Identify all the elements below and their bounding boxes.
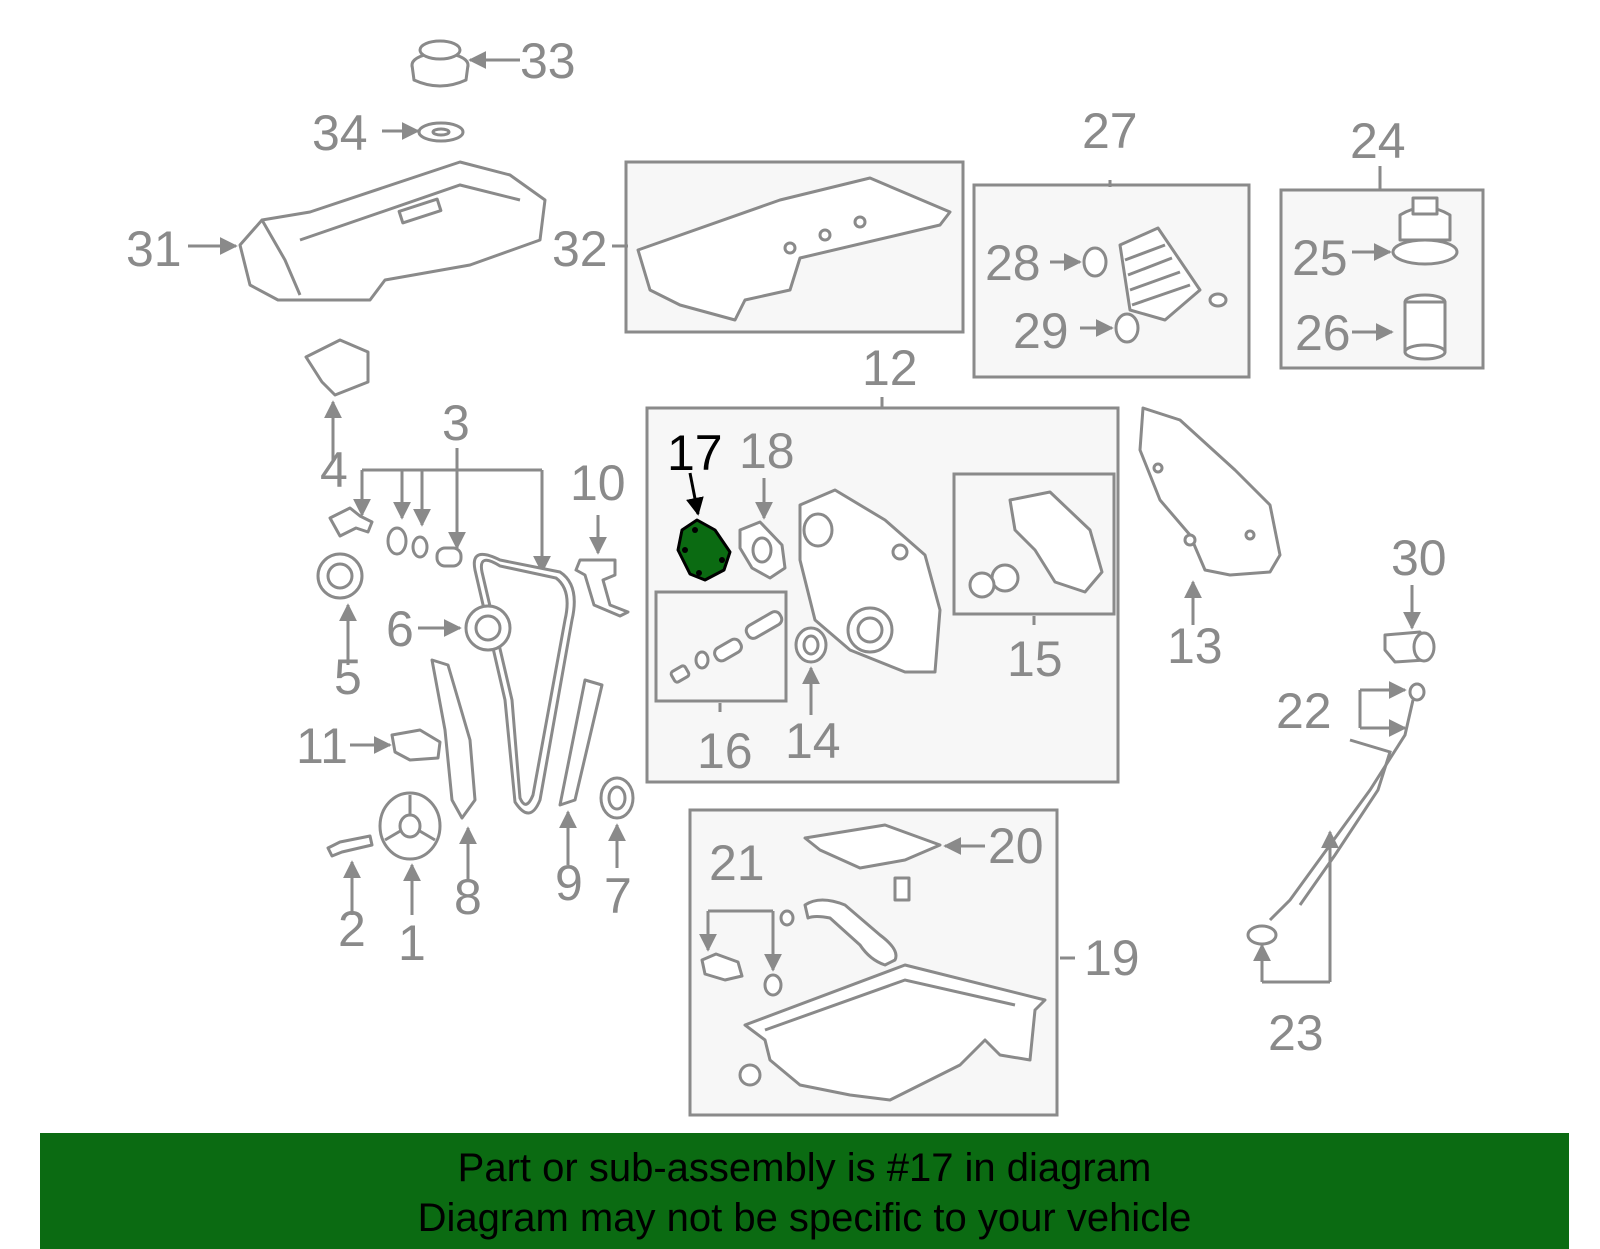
callout-29: 29: [1013, 303, 1069, 359]
callout-10: 10: [570, 455, 626, 511]
gasket-18: [738, 478, 787, 580]
baffle-20: [803, 823, 985, 870]
group-box-27: [972, 183, 1251, 379]
banner-line-disclaimer: Diagram may not be specific to your vehi…: [417, 1196, 1192, 1240]
callout-23: 23: [1268, 1005, 1324, 1061]
callout-18: 18: [739, 423, 795, 479]
callout-7: 7: [604, 868, 632, 924]
callout-22: 22: [1276, 683, 1332, 739]
engine-front-cover: [798, 488, 942, 674]
chain-guide-10: [574, 515, 630, 618]
callout-19: 19: [1084, 930, 1140, 986]
callout-27: 27: [1082, 103, 1138, 159]
drain-plug-21: [699, 909, 783, 997]
callout-1: 1: [398, 915, 426, 971]
callout-13: 13: [1167, 618, 1223, 674]
callout-28: 28: [985, 235, 1041, 291]
callout-4: 4: [320, 442, 348, 498]
notice-banner: Part or sub-assembly is #17 in diagram D…: [40, 1133, 1569, 1249]
cover-13: [1138, 406, 1282, 625]
oil-cooler: [1108, 180, 1228, 322]
oil-filler-cap: [410, 39, 520, 88]
callout-34: 34: [312, 105, 368, 161]
callout-9: 9: [555, 855, 583, 911]
cap-seal: [382, 121, 465, 143]
callout-5: 5: [334, 649, 362, 705]
callout-30: 30: [1391, 530, 1447, 586]
dipstick-23: [1246, 681, 1426, 984]
seal-7: [599, 776, 635, 868]
callout-14: 14: [785, 713, 841, 769]
callout-8: 8: [454, 869, 482, 925]
valve-cover: [188, 160, 547, 302]
callout-11: 11: [296, 718, 348, 774]
seal-14: [794, 626, 828, 715]
tensioner-guide-8: [430, 658, 477, 880]
oil-pan-19: [738, 963, 1047, 1102]
filter-cap: [1352, 196, 1459, 266]
callout-25: 25: [1292, 230, 1348, 286]
callout-17: 17: [667, 425, 723, 481]
seal-29: [1080, 312, 1140, 344]
callout-2: 2: [338, 901, 366, 957]
highlighted-part-17: [676, 472, 732, 582]
crank-bolt-2: [326, 834, 374, 915]
sensor-30: [1383, 585, 1436, 664]
pickup-tube: [779, 876, 911, 967]
callout-12: 12: [862, 340, 918, 396]
valve-kit-16: [669, 610, 784, 712]
callout-15: 15: [1007, 631, 1063, 687]
bracket-4: [304, 338, 551, 574]
timing-chain: [472, 552, 576, 815]
callout-31: 31: [126, 221, 182, 277]
small-parts-3-4: [328, 506, 463, 568]
callout-32: 32: [552, 221, 608, 277]
oil-pump-15: [968, 490, 1104, 625]
callout-6: 6: [386, 601, 414, 657]
valve-cover-gasket: [612, 176, 952, 322]
callout-16: 16: [697, 723, 753, 779]
callout-26: 26: [1295, 305, 1351, 361]
callout-labels: 33 34 31 32 27 28 29 24 25 26 4 3 10 12 …: [126, 33, 1447, 1061]
cam-sprocket-6: [418, 604, 512, 652]
sensor-11: [350, 728, 442, 762]
seal-28: [1050, 246, 1108, 278]
banner-line-part: Part or sub-assembly is #17 in diagram: [457, 1146, 1152, 1190]
crank-pulley-1: [378, 791, 442, 915]
callout-33: 33: [520, 33, 576, 89]
oil-filter-element: [1352, 293, 1447, 361]
callout-20: 20: [988, 818, 1044, 874]
seal-5: [316, 552, 364, 665]
callout-24: 24: [1350, 113, 1406, 169]
callout-21: 21: [709, 835, 765, 891]
callout-3: 3: [442, 395, 470, 451]
chain-guide-9: [558, 678, 604, 865]
